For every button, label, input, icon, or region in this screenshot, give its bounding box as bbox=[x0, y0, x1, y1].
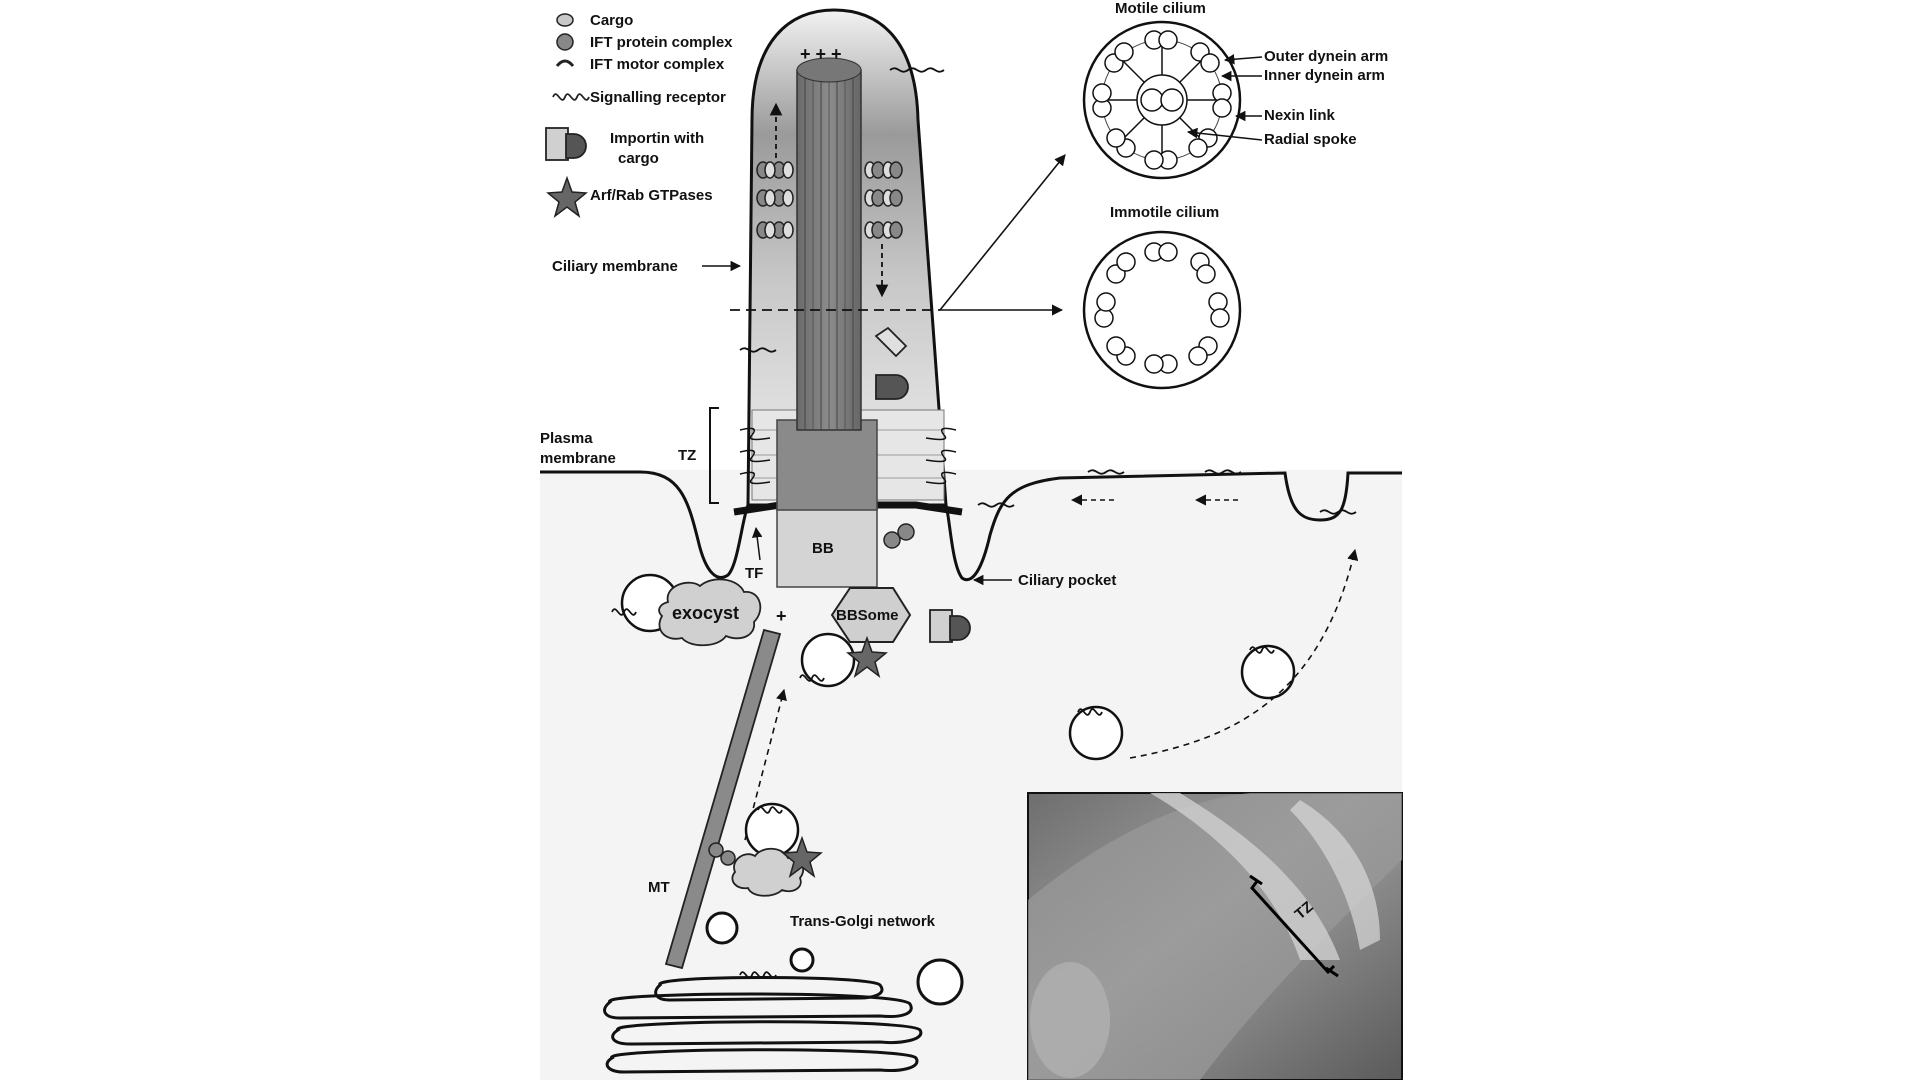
legend-signalling-receptor: Signalling receptor bbox=[590, 89, 726, 106]
importin-icon bbox=[545, 127, 587, 161]
vesicle bbox=[1240, 644, 1296, 700]
exocyst-label: exocyst bbox=[672, 603, 739, 623]
basal-body bbox=[776, 504, 878, 588]
tf-label: TF bbox=[745, 565, 763, 582]
radial-spoke-label: Radial spoke bbox=[1264, 131, 1357, 148]
receptor-icon bbox=[1077, 708, 1103, 716]
microtubule bbox=[664, 628, 782, 970]
micrograph-inset bbox=[1027, 792, 1403, 1081]
immotile-cross-section bbox=[1082, 230, 1242, 390]
receptor-icon bbox=[739, 67, 1357, 515]
mt-label: MT bbox=[648, 879, 670, 896]
importin-cilium bbox=[874, 326, 909, 400]
ift-particle bbox=[897, 523, 915, 541]
inner-dynein-label: Inner dynein arm bbox=[1264, 67, 1385, 84]
recycling-arrow bbox=[1129, 548, 1359, 759]
immotile-title: Immotile cilium bbox=[1110, 204, 1219, 221]
outer-dynein-label: Outer dynein arm bbox=[1264, 48, 1388, 65]
legend-importin-2: cargo bbox=[618, 150, 659, 167]
ift-particle bbox=[720, 850, 736, 866]
vesicle bbox=[1068, 705, 1124, 761]
legend-cargo: Cargo bbox=[590, 12, 633, 29]
legend-ift-motor: IFT motor complex bbox=[590, 56, 725, 73]
trans-golgi-label: Trans-Golgi network bbox=[790, 913, 936, 930]
arrow-to-motile bbox=[939, 154, 1066, 311]
mt-plus-label: + bbox=[776, 606, 787, 626]
ift-train-right bbox=[864, 161, 903, 239]
basal-body-top bbox=[776, 419, 878, 511]
tz-rings bbox=[739, 427, 957, 485]
exocyst-cloud-small bbox=[731, 847, 805, 897]
motile-cross-section bbox=[1082, 20, 1242, 180]
receptor-icon bbox=[739, 971, 777, 979]
exocyst-cloud bbox=[658, 578, 762, 647]
nexin-label: Nexin link bbox=[1264, 107, 1336, 124]
receptor-icon bbox=[757, 806, 783, 814]
importin-cytoplasm bbox=[929, 609, 971, 643]
receptor-icon bbox=[611, 608, 637, 616]
tz-bracket bbox=[709, 407, 719, 504]
cargo-icon bbox=[556, 13, 574, 27]
bbsome-label: BBSome bbox=[836, 607, 899, 624]
ciliary-membrane-label: Ciliary membrane bbox=[552, 258, 678, 275]
tz-label: TZ bbox=[678, 447, 696, 464]
ift-motor-icon bbox=[555, 59, 575, 67]
receptor-icon bbox=[1249, 646, 1275, 654]
legend: Cargo IFT protein complex IFT motor comp… bbox=[545, 12, 733, 218]
legend-gtpases: Arf/Rab GTPases bbox=[590, 187, 713, 204]
tip-plus-signs: + + + bbox=[800, 44, 842, 64]
signalling-receptor-icon bbox=[552, 93, 590, 101]
ciliary-pocket-label: Ciliary pocket bbox=[1018, 572, 1116, 589]
ift-particle bbox=[883, 531, 901, 549]
legend-importin-1: Importin with bbox=[610, 130, 704, 147]
plasma-membrane-label-2: membrane bbox=[540, 450, 616, 467]
receptor-icon bbox=[799, 674, 825, 682]
gtpase-star-icon bbox=[546, 175, 588, 218]
ift-train-left bbox=[756, 161, 794, 239]
plasma-membrane-label-1: Plasma bbox=[540, 430, 593, 447]
gtpase-star-icon bbox=[781, 835, 823, 878]
axoneme bbox=[796, 57, 862, 431]
vesicle bbox=[800, 632, 856, 688]
ift-protein-icon bbox=[556, 33, 574, 51]
trans-golgi-network bbox=[603, 911, 964, 1074]
ift-particle bbox=[708, 842, 724, 858]
tf-pointer bbox=[751, 526, 763, 561]
bbsome-hexagon bbox=[830, 587, 912, 643]
radial-spoke-pointer bbox=[1186, 127, 1263, 141]
outer-dynein-pointer bbox=[1223, 54, 1263, 65]
plasma-membrane bbox=[540, 470, 1402, 582]
legend-ift-protein: IFT protein complex bbox=[590, 34, 733, 51]
bb-label: BB bbox=[812, 540, 834, 557]
gtpase-star-icon bbox=[846, 635, 888, 678]
motile-title: Motile cilium bbox=[1115, 0, 1206, 17]
